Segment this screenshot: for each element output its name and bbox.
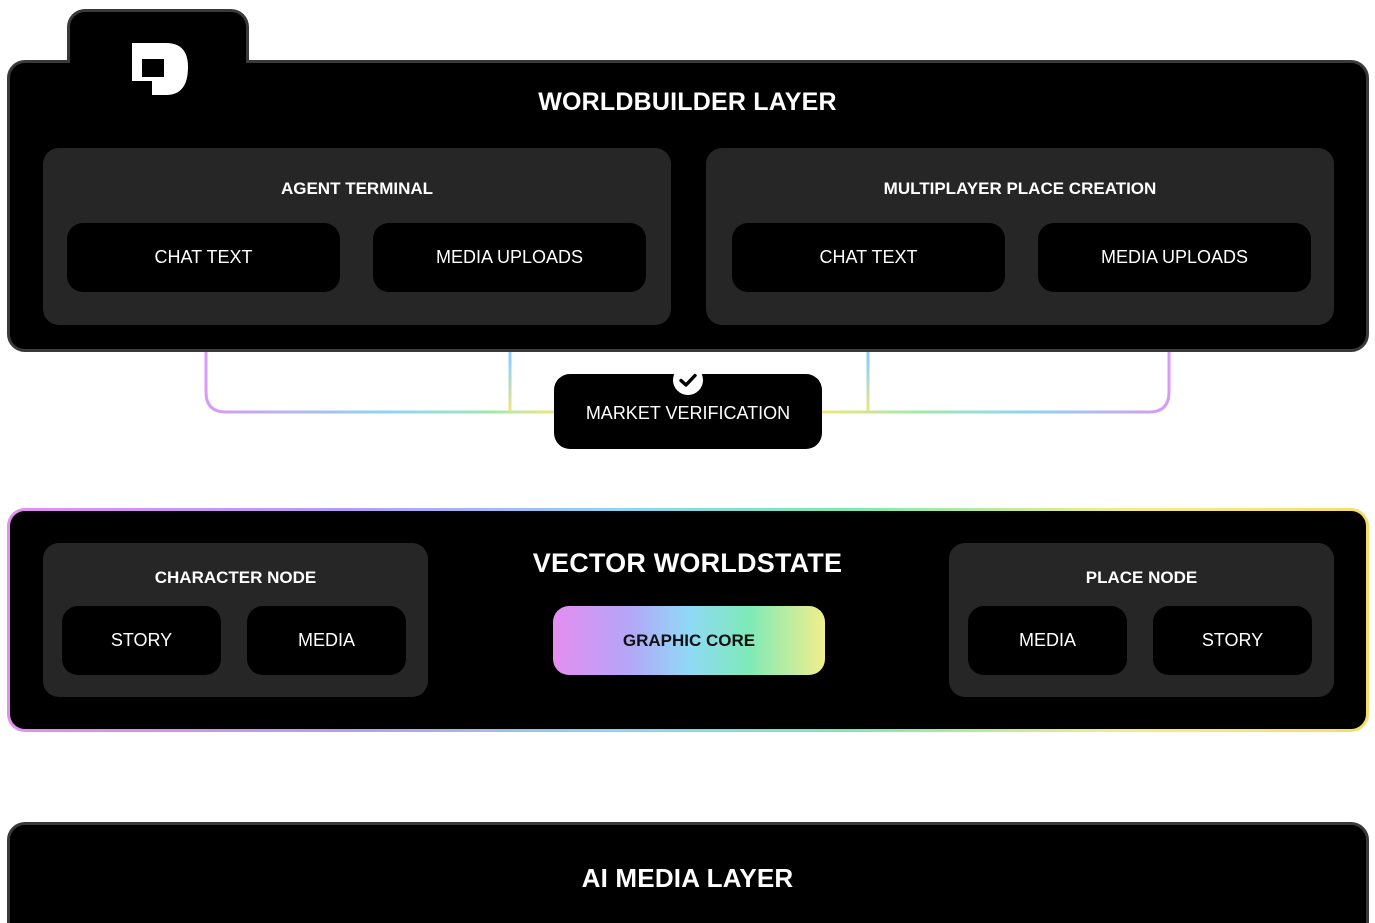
multiplayer-title: MULTIPLAYER PLACE CREATION [883,179,1157,198]
multiplayer-media-uploads: MEDIA UPLOADS [1038,223,1311,292]
place-media: MEDIA [968,606,1127,675]
wire-agent-chat [204,292,560,414]
ai-media-layer [7,822,1369,923]
agent-media-uploads: MEDIA UPLOADS [373,223,646,292]
graphic-core: GRAPHIC CORE [553,606,825,675]
market-verification-label: MARKET VERIFICATION [585,403,791,423]
place-node-title: PLACE NODE [1085,568,1198,587]
character-node-title: CHARACTER NODE [154,568,317,587]
agent-terminal-title: AGENT TERMINAL [280,179,434,198]
place-story: STORY [1153,606,1312,675]
vector-worldstate-title: VECTOR WORLDSTATE [532,548,843,578]
wire-multi-media [820,292,1171,414]
checkmark-circle-icon [673,365,703,395]
worldbuilder-title: WORLDBUILDER LAYER [538,88,837,116]
agent-chat-text: CHAT TEXT [67,223,340,292]
character-story: STORY [62,606,221,675]
brand-logo-icon [132,43,188,95]
multiplayer-chat-text: CHAT TEXT [732,223,1005,292]
ai-media-title: AI MEDIA LAYER [581,863,794,893]
character-media: MEDIA [247,606,406,675]
